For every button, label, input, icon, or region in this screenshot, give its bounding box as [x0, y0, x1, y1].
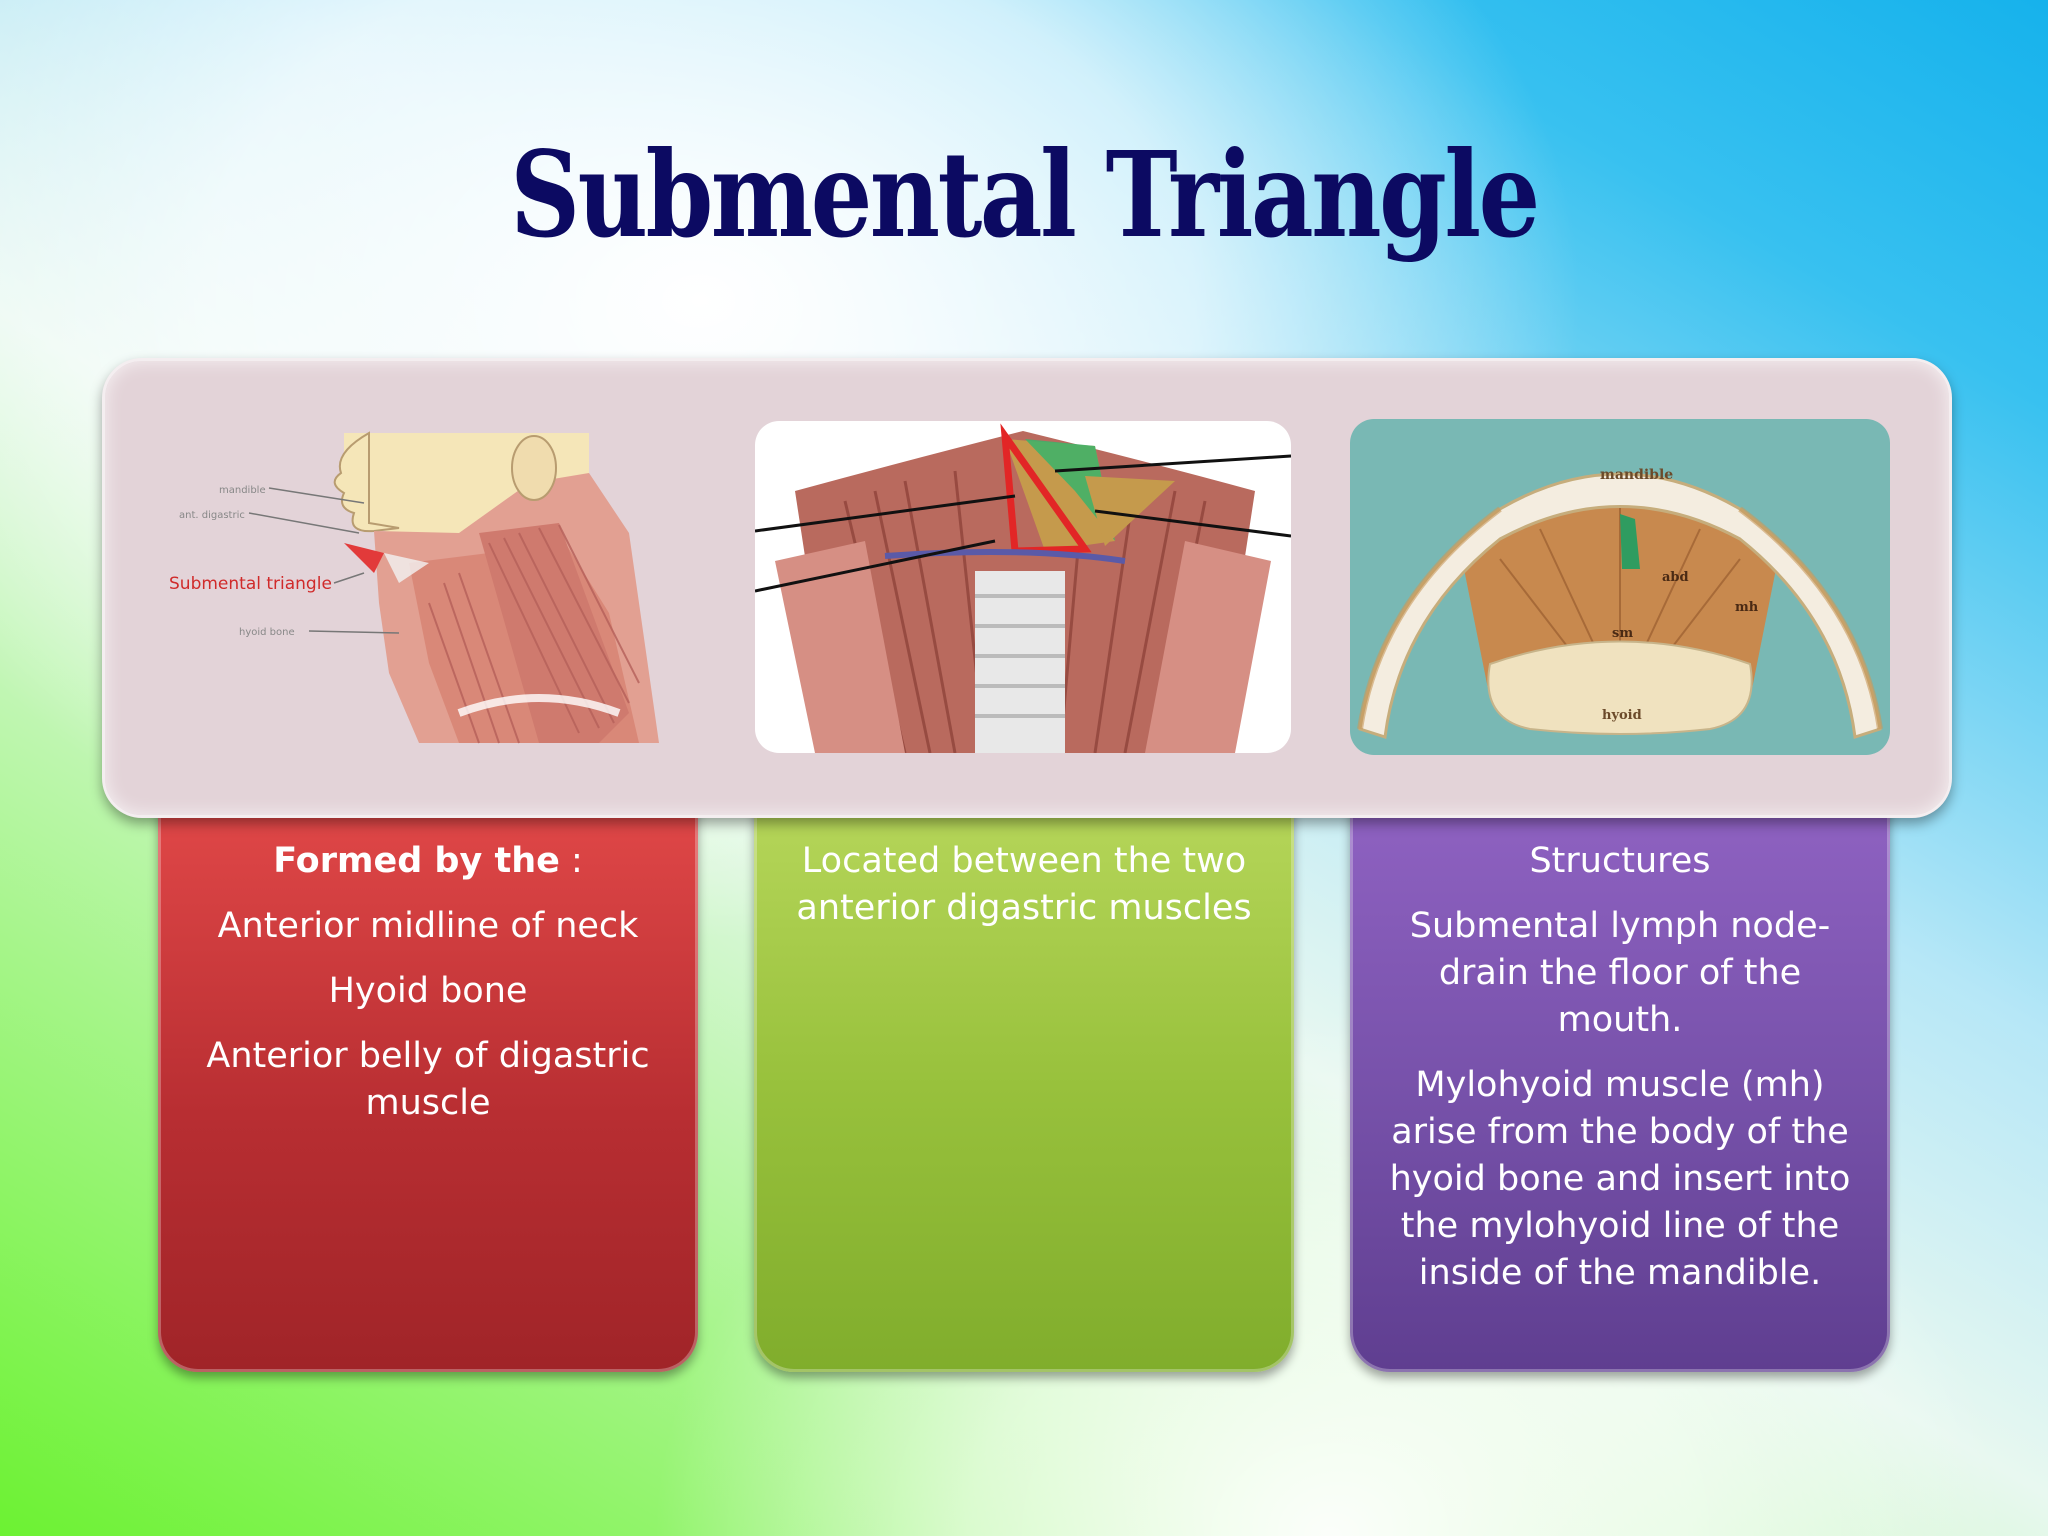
image-strip: mandible ant. digastric Submental triang… [102, 358, 1952, 818]
formed-by-heading: Formed by the : [186, 838, 670, 885]
slide-title: Submental Triangle [510, 125, 1540, 264]
formed-by-heading-bold: Formed by the [273, 841, 560, 881]
label-mandible-floor: mandible [1600, 467, 1673, 483]
label-abd: abd [1662, 570, 1689, 585]
structures-heading: Structures [1529, 841, 1711, 881]
location-card: Located between the two anterior digastr… [754, 800, 1294, 1372]
label-mandible: mandible [219, 485, 266, 496]
anterior-neck-svg [755, 421, 1291, 753]
label-ant-digastric: ant. digastric [179, 510, 245, 521]
location-text: Located between the two anterior digastr… [796, 841, 1252, 928]
formed-by-item: Anterior belly of digastric muscle [206, 1036, 650, 1123]
structures-item: Mylohyoid muscle (mh) arise from the bod… [1389, 1065, 1851, 1293]
anterior-neck-image [755, 421, 1291, 753]
floor-of-mouth-image: mandible abd mh sm hyoid [1350, 419, 1890, 755]
label-hyoid-floor: hyoid [1602, 708, 1642, 723]
submental-triangle-label: Submental triangle [169, 574, 332, 594]
structures-item: Submental lymph node- drain the floor of… [1409, 906, 1831, 1040]
formed-by-heading-colon: : [559, 841, 583, 881]
floor-of-mouth-svg: mandible abd mh sm hyoid [1350, 419, 1890, 755]
formed-by-card: Formed by the : Anterior midline of neck… [158, 800, 698, 1372]
formed-by-item: Hyoid bone [328, 971, 528, 1011]
label-hyoid: hyoid bone [239, 627, 295, 638]
structures-card: Structures Submental lymph node- drain t… [1350, 800, 1890, 1372]
lateral-neck-svg: mandible ant. digastric Submental triang… [159, 413, 699, 753]
label-mh: mh [1735, 600, 1759, 615]
label-sm: sm [1612, 626, 1633, 641]
lateral-neck-image: mandible ant. digastric Submental triang… [159, 413, 699, 753]
formed-by-item: Anterior midline of neck [217, 906, 639, 946]
